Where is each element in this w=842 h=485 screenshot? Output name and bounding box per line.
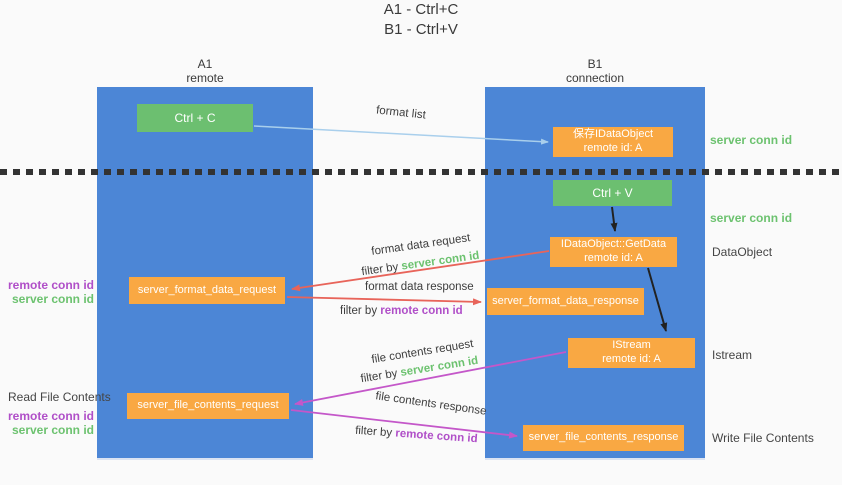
filter-by-text: filter by [340, 305, 381, 317]
arrow-format-data-response [286, 296, 482, 306]
title-line-1: A1 - Ctrl+C [383, 1, 459, 18]
side-label-remote-conn-id-2: remote conn id [7, 409, 94, 423]
side-label-istream: Istream [712, 348, 753, 362]
side-label-dataobject: DataObject [712, 245, 773, 259]
arrow-getdata-to-istream [647, 267, 668, 332]
arrow-format-data-request [291, 250, 550, 292]
node-istream: IStream remote id: A [568, 338, 695, 368]
side-label-server-conn-id-mid: server conn id [710, 211, 793, 225]
lane-a1-role: remote [186, 71, 224, 85]
node-server-format-data-response: server_format_data_response [487, 288, 644, 315]
side-label-server-conn-id-2: server conn id [11, 423, 94, 437]
title-line-2: B1 - Ctrl+V [384, 21, 458, 38]
node-format-request-label: server_format_data_request [137, 283, 277, 296]
side-label-write-file-contents: Write File Contents [712, 431, 814, 445]
remote-conn-id-text: remote conn id [380, 305, 463, 317]
lane-a1-name: A1 [197, 57, 213, 71]
lane-b1-role: connection [565, 71, 625, 85]
node-istream-line2: remote id: A [602, 353, 661, 365]
arrow-file-contents-request [294, 351, 567, 406]
arrow-file-contents-response [290, 409, 518, 439]
node-save-idataobject: 保存IDataObject remote id: A [553, 127, 673, 157]
node-file-request-label: server_file_contents_request [137, 399, 279, 412]
node-format-response-label: server_format_data_response [492, 294, 639, 307]
node-file-response-label: server_file_contents_response [528, 431, 679, 444]
dashed-divider-line [0, 169, 842, 175]
side-label-read-file-contents: Read File Contents [8, 390, 111, 404]
arrow-ctrlv-to-getdata [610, 206, 618, 232]
node-ctrl-v: Ctrl + V [553, 180, 672, 206]
diagram-title: A1 - Ctrl+C B1 - Ctrl+V [0, 0, 842, 40]
node-server-format-data-request: server_format_data_request [129, 277, 285, 304]
node-server-file-contents-response: server_file_contents_response [523, 425, 684, 451]
side-label-server-conn-id-top: server conn id [710, 133, 793, 147]
node-idataobject-getdata: IDataObject::GetData remote id: A [550, 237, 677, 267]
edge-label-format-data-response: format data response [365, 281, 474, 293]
lane-header-b1: B1 connection [485, 57, 705, 85]
arrow-format-list [253, 125, 549, 145]
node-istream-line1: IStream [612, 339, 651, 352]
node-ctrl-c-label: Ctrl + C [174, 110, 216, 125]
node-ctrl-v-label: Ctrl + V [592, 185, 633, 200]
node-save-idataobject-line1: 保存IDataObject [572, 128, 654, 141]
node-server-file-contents-request: server_file_contents_request [127, 393, 289, 419]
node-getdata-line1: IDataObject::GetData [560, 238, 667, 251]
side-label-server-conn-id-1: server conn id [11, 292, 94, 306]
node-ctrl-c: Ctrl + C [137, 104, 253, 132]
node-save-idataobject-line2: remote id: A [583, 142, 643, 154]
lane-b1-name: B1 [587, 57, 603, 71]
lane-header-a1: A1 remote [97, 57, 313, 85]
side-label-remote-conn-id-1: remote conn id [7, 278, 94, 292]
node-getdata-line2: remote id: A [584, 252, 643, 264]
edge-label-filter-by-remote-1: filter by remote conn id [340, 305, 463, 317]
